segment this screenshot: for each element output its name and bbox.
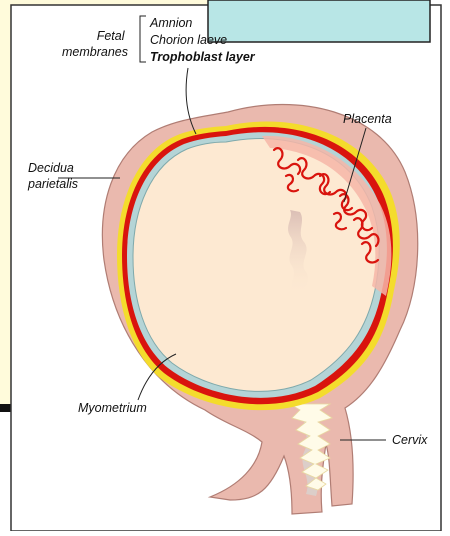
label-trophoblast-layer: Trophoblast layer [150, 50, 256, 64]
title-box [208, 0, 430, 42]
label-cervix: Cervix [392, 433, 428, 447]
label-myometrium: Myometrium [78, 401, 147, 415]
label-amnion: Amnion [149, 16, 192, 30]
label-placenta: Placenta [343, 112, 392, 126]
label-chorion-laeve: Chorion laeve [150, 33, 227, 47]
